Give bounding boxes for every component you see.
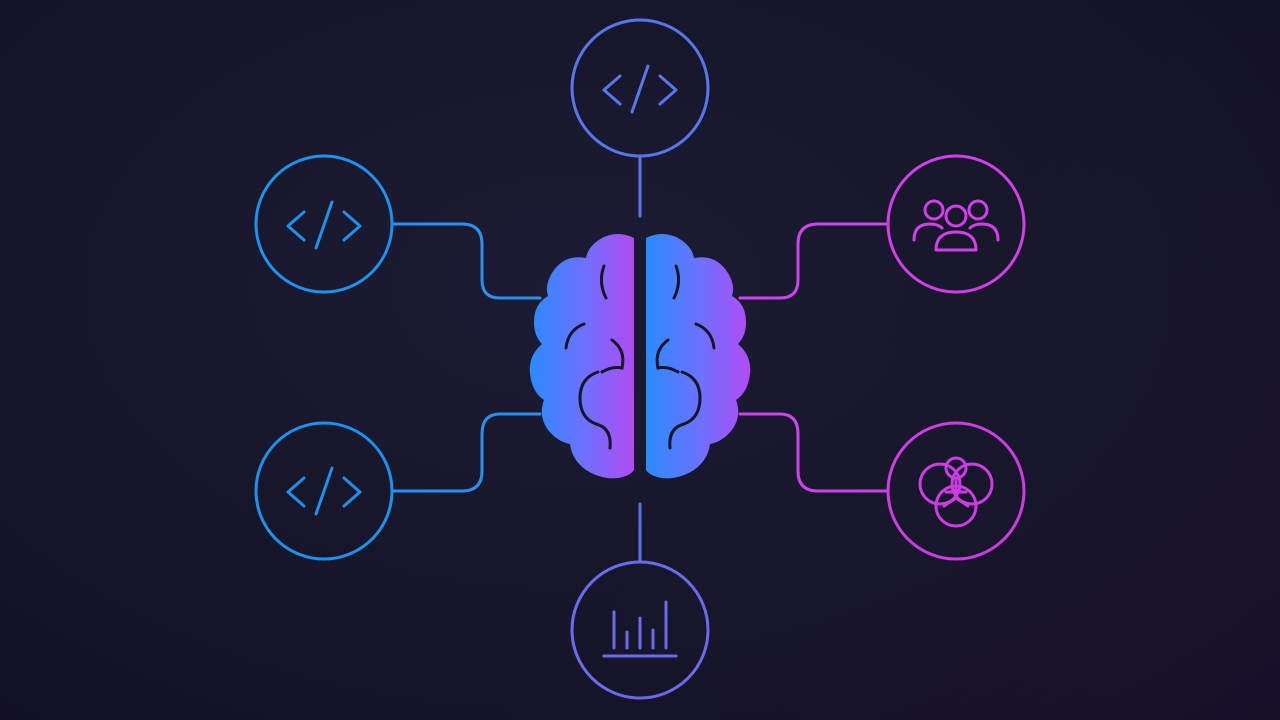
node-right-lower[interactable]	[886, 421, 1026, 561]
code-icon	[286, 200, 362, 250]
brain-left-hemisphere	[529, 234, 634, 479]
node-top[interactable]	[570, 18, 710, 158]
connector-right-lower	[738, 412, 888, 493]
code-icon	[286, 466, 362, 516]
network-cluster-icon	[918, 456, 994, 528]
node-bottom[interactable]	[570, 560, 710, 700]
users-group-icon	[912, 199, 1000, 252]
connector-left-upper	[392, 222, 542, 300]
code-icon	[602, 64, 678, 114]
node-left-upper[interactable]	[254, 154, 394, 294]
brain-icon	[529, 234, 751, 479]
connector-right-upper	[738, 222, 888, 300]
brain-right-hemisphere	[646, 234, 751, 479]
connector-left-lower	[392, 412, 542, 493]
bar-chart-icon	[602, 600, 678, 658]
node-left-lower[interactable]	[254, 421, 394, 561]
node-right-upper[interactable]	[886, 154, 1026, 294]
